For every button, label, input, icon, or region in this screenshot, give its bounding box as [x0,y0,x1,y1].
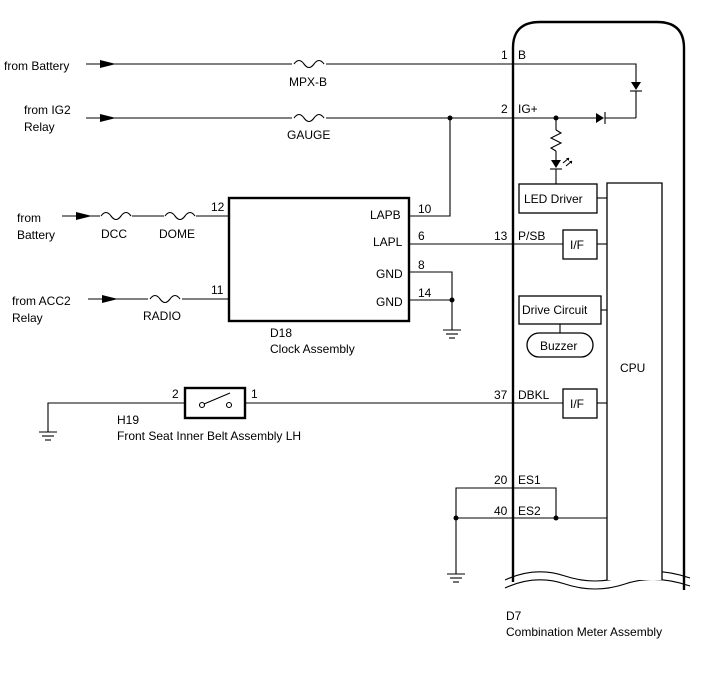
meter-pin-20: 20 [494,473,508,487]
wire-es1 [455,487,557,518]
wire-clock-gnd [409,271,453,330]
clock-id: D18 [270,326,292,340]
clock-assembly-box [227,196,411,323]
diode-ig-icon [596,112,606,124]
belt-switch-box[interactable] [183,386,247,420]
fuse-gauge-icon [292,112,326,124]
if-label-1: I/F [570,238,584,252]
ground-belt-icon [39,431,57,441]
clock-pin-12: 12 [211,200,225,214]
fuse-dcc-label: DCC [101,227,127,241]
fuse-mpxb-label: MPX-B [289,75,327,89]
clock-pin-11: 11 [211,283,224,297]
if-label-2: I/F [570,397,584,411]
clock-terminal-lapb: LAPB [370,208,401,222]
cpu-label: CPU [620,361,645,375]
source-ig2-2: Relay [24,120,55,134]
meter-terminal-es1: ES1 [518,473,541,487]
source-acc2-2: Relay [12,311,43,325]
buzzer-block [526,332,594,358]
clock-pin-8: 8 [418,258,425,272]
fuse-radio-label: RADIO [143,309,181,323]
belt-pin-2: 2 [172,387,179,401]
meter-terminal-es2: ES2 [518,504,541,518]
meter-pin-37: 37 [494,388,508,402]
drive-circuit-label: Drive Circuit [522,303,588,317]
clock-pin-6: 6 [418,229,425,243]
cpu-block [606,182,663,580]
drive-circuit-block [518,295,602,325]
clock-terminal-lapl: LAPL [373,235,403,249]
source-battery-1: from Battery [4,59,69,73]
meter-pin-13: 13 [494,229,508,243]
source-battery-2b: Battery [17,228,55,242]
clock-name: Clock Assembly [270,342,355,356]
led-driver-label: LED Driver [524,192,583,206]
junction-es-right [553,515,559,521]
meter-pin-1: 1 [501,48,508,62]
arrow-ig2 [100,114,116,122]
arrow-acc2 [102,295,118,303]
fuse-mpxb-icon [292,58,326,70]
ground-clock-icon [443,329,461,339]
arrow-battery-2 [76,212,92,220]
source-acc2-1: from ACC2 [12,294,71,308]
clock-terminal-gnd1: GND [376,267,403,281]
if-block-1 [562,229,598,260]
meter-terminal-psb: P/SB [518,229,545,243]
source-ig2-1: from IG2 [24,103,71,117]
wire-lapb-ig2 [409,118,451,217]
source-battery-2a: from [17,211,41,225]
junction-clock-gnd [449,297,455,303]
belt-id: H19 [117,413,139,427]
meter-id: D7 [506,609,522,623]
meter-terminal-ig: IG+ [518,102,538,116]
switch-icon [198,392,233,409]
meter-terminal-dbkl: DBKL [518,388,550,402]
fuse-dome-label: DOME [159,227,195,241]
clock-terminal-gnd2: GND [376,295,403,309]
wire-belt-ground [47,402,185,432]
arrow-battery-1 [100,60,116,68]
belt-name: Front Seat Inner Belt Assembly LH [117,429,301,443]
clock-pin-10: 10 [418,202,432,216]
clock-pin-14: 14 [418,286,432,300]
meter-pin-2: 2 [501,102,508,116]
resistor-icon [549,129,563,152]
fuse-gauge-label: GAUGE [287,128,330,142]
ground-meter-icon [447,573,465,583]
wire-b-diode [540,63,637,82]
fuse-dcc-icon [100,210,132,222]
meter-name: Combination Meter Assembly [506,625,662,639]
meter-outline [511,20,686,590]
buzzer-label: Buzzer [540,339,577,353]
belt-pin-1: 1 [251,387,258,401]
led-icon [550,157,573,170]
led-driver-block [518,183,598,214]
fuse-radio-icon [148,293,182,305]
meter-terminal-b: B [518,48,526,62]
fuse-dome-icon [164,210,196,222]
meter-pin-40: 40 [494,504,508,518]
if-block-2 [562,388,598,419]
diode-b-icon [630,82,642,92]
